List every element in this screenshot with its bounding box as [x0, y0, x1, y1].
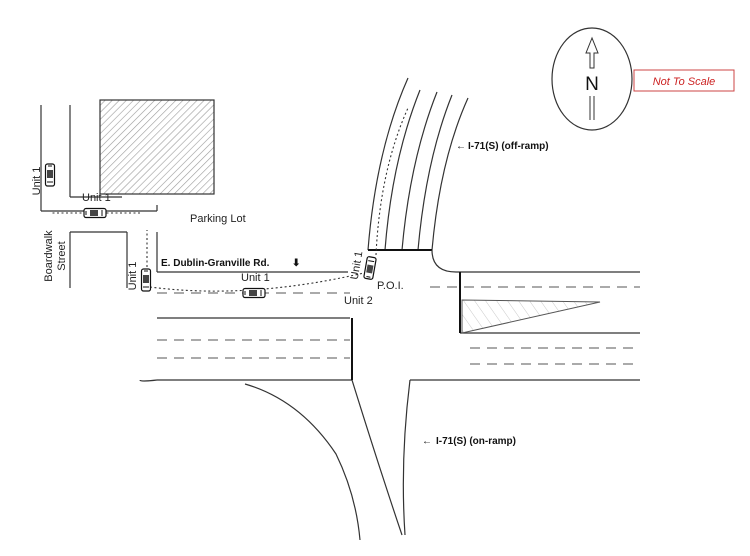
unit1-car-exit [140, 268, 152, 292]
compass-ellipse [551, 27, 633, 131]
scale-note: Not To Scale [633, 69, 735, 92]
offramp-road [367, 77, 469, 273]
unit1-label-street: Unit 1 [31, 167, 43, 196]
compass: N [551, 27, 633, 131]
unit1-offramp-path [375, 107, 409, 256]
unit2-car [363, 255, 377, 281]
unit1-car-lot [83, 207, 107, 219]
scale-note-text: Not To Scale [653, 76, 716, 88]
compass-letter: N [585, 74, 599, 95]
unit1-label-lot: Unit 1 [82, 192, 111, 204]
street-name-line2: Street [56, 241, 68, 270]
street-name-line1: Boardwalk [43, 230, 55, 282]
unit1-car-road [242, 287, 266, 299]
gore-area [461, 299, 601, 334]
main-road [157, 271, 640, 381]
road-name-label: E. Dublin-Granville Rd. [161, 258, 270, 269]
offramp-arrow-icon: ← [456, 141, 466, 152]
south-arrow-icon: ⬇ [292, 258, 300, 269]
onramp-arrow-icon: ← [422, 436, 432, 447]
building [99, 99, 215, 195]
unit1-label-offramp: Unit 1 [349, 250, 366, 280]
unit1-label-exit: Unit 1 [127, 262, 139, 291]
scale-note-box [633, 69, 735, 92]
poi-label: P.O.I. [377, 280, 404, 292]
onramp-label: I-71(S) (on-ramp) [436, 436, 516, 447]
unit2-label: Unit 2 [344, 295, 373, 307]
onramp-road [139, 379, 411, 541]
unit1-car-street [44, 163, 56, 187]
unit1-label-road: Unit 1 [241, 272, 270, 284]
offramp-label: I-71(S) (off-ramp) [468, 141, 549, 152]
boardwalk-street [40, 105, 158, 288]
north-arrow-icon [585, 36, 599, 69]
parking-lot-label: Parking Lot [190, 213, 246, 225]
